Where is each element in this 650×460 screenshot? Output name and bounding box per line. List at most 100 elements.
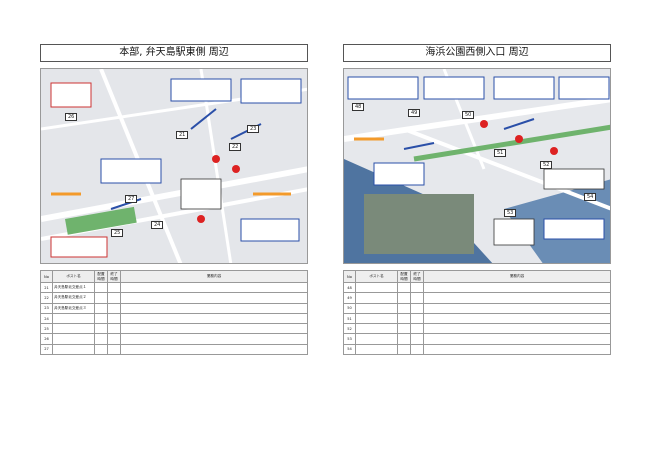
cell-desc [423, 343, 611, 356]
cell-no: 51 [343, 312, 356, 325]
cell-no: 23 [40, 302, 53, 314]
marker-label: 26 [65, 113, 78, 121]
marker-label: 53 [504, 209, 517, 217]
cell-name [355, 333, 398, 345]
cell-end [107, 302, 121, 314]
table-row: 24 [40, 312, 308, 325]
table-header: 業務内容 [120, 270, 308, 283]
cell-start [94, 312, 108, 325]
table-header: 配置時間 [94, 270, 108, 283]
cell-desc [423, 312, 611, 325]
table-row: 49 [343, 292, 611, 304]
table-row: 53 [343, 333, 611, 345]
cell-no: 24 [40, 312, 53, 325]
marker-label: 22 [229, 143, 242, 151]
cell-desc [120, 292, 308, 304]
cell-name [355, 302, 398, 314]
marker-label: 51 [494, 149, 507, 157]
cell-end [107, 281, 121, 294]
cell-no: 25 [40, 323, 53, 335]
cell-end [107, 343, 121, 356]
cell-end [107, 333, 121, 345]
cell-start [397, 333, 411, 345]
cell-start [397, 281, 411, 294]
cell-name [52, 343, 95, 356]
left-sheet: 本部, 弁天島駅東側 周辺 [40, 44, 308, 408]
cell-no: 53 [343, 333, 356, 345]
cell-start [397, 292, 411, 304]
cell-desc [423, 302, 611, 314]
left-map: 26 21 22 23 24 25 27 [40, 68, 308, 264]
cell-name [355, 312, 398, 325]
cell-desc [120, 323, 308, 335]
marker-label: 52 [540, 161, 553, 169]
table-row: 25 [40, 323, 308, 335]
cell-desc [120, 302, 308, 314]
cell-end [410, 292, 424, 304]
cell-end [410, 323, 424, 335]
cell-start [94, 302, 108, 314]
right-map: 48 49 50 51 52 53 54 [343, 68, 611, 264]
table-header: 終了時間 [410, 270, 424, 283]
cell-no: 22 [40, 292, 53, 304]
cell-end [410, 333, 424, 345]
right-sheet: 海浜公園西側入口 周辺 [343, 44, 611, 408]
cell-no: 26 [40, 333, 53, 345]
table-row: 26 [40, 333, 308, 345]
left-map-drawing [41, 69, 307, 263]
cell-start [397, 343, 411, 356]
cell-desc [120, 333, 308, 345]
table-row: 52 [343, 323, 611, 335]
table-header: No [343, 270, 356, 283]
cell-name [52, 333, 95, 345]
table-header: 終了時間 [107, 270, 121, 283]
table-row: 48 [343, 281, 611, 294]
marker-label: 48 [352, 103, 365, 111]
cell-desc [120, 343, 308, 356]
table-header: 業務内容 [423, 270, 611, 283]
cell-start [397, 302, 411, 314]
marker-label: 25 [111, 229, 124, 237]
table-header: 配置時間 [397, 270, 411, 283]
cell-desc [423, 333, 611, 345]
cell-start [94, 343, 108, 356]
cell-start [94, 281, 108, 294]
cell-name: 弁天島駅北交差点３ [52, 302, 95, 314]
cell-no: 21 [40, 281, 53, 294]
cell-end [107, 292, 121, 304]
right-table: No ポスト名 配置時間 終了時間 業務内容 48 49 50 51 52 53… [343, 270, 611, 356]
cell-end [410, 302, 424, 314]
cell-start [94, 323, 108, 335]
cell-name [355, 323, 398, 335]
marker-label: 50 [462, 111, 475, 119]
cell-name [355, 343, 398, 356]
cell-name: 弁天島駅北交差点２ [52, 292, 95, 304]
cell-no: 50 [343, 302, 356, 314]
marker-label: 23 [247, 125, 260, 133]
table-header: No [40, 270, 53, 283]
cell-end [410, 343, 424, 356]
cell-name [355, 281, 398, 294]
cell-desc [423, 323, 611, 335]
cell-desc [120, 312, 308, 325]
cell-desc [423, 292, 611, 304]
cell-no: 49 [343, 292, 356, 304]
table-header: ポスト名 [355, 270, 398, 283]
marker-label: 24 [151, 221, 164, 229]
marker-label: 54 [584, 193, 597, 201]
cell-end [410, 312, 424, 325]
cell-start [94, 333, 108, 345]
cell-no: 48 [343, 281, 356, 294]
right-map-drawing [344, 69, 610, 263]
cell-no: 52 [343, 323, 356, 335]
cell-name [52, 312, 95, 325]
cell-desc [120, 281, 308, 294]
table-row: 50 [343, 302, 611, 314]
cell-no: 27 [40, 343, 53, 356]
cell-name [52, 323, 95, 335]
table-row: 27 [40, 343, 308, 356]
marker-label: 21 [176, 131, 189, 139]
